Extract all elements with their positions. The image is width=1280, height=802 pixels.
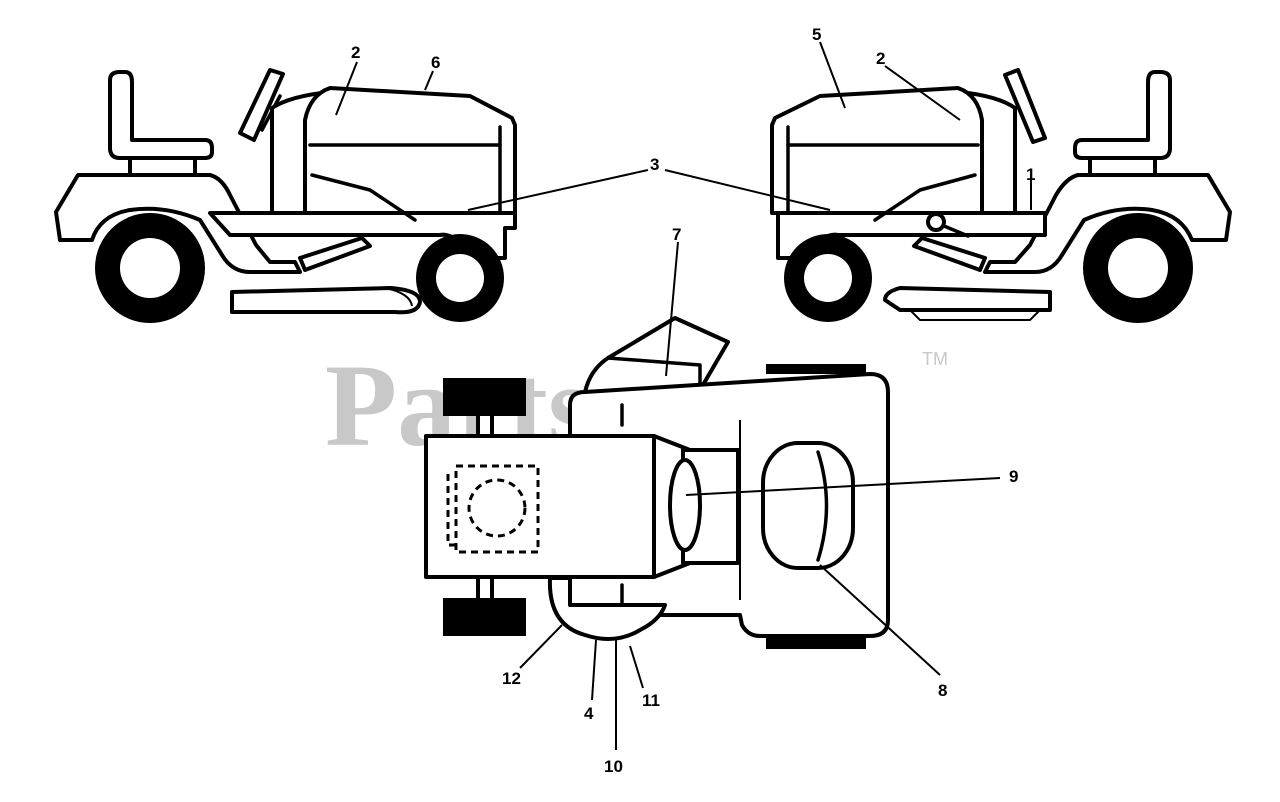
leader-3-left: [467, 169, 649, 211]
steering-wheel: [238, 68, 285, 142]
leader-12: [519, 624, 563, 669]
steering-wheel-top: [668, 458, 702, 552]
leader-6: [424, 70, 434, 91]
leader-2-left: [335, 61, 358, 116]
grille-curve: [816, 450, 829, 562]
foot-pedal-right: [912, 236, 987, 272]
mower-deck: [230, 286, 422, 315]
callout-1: 1: [1026, 165, 1035, 184]
key-switch: [926, 212, 946, 232]
key-lever: [942, 224, 970, 238]
deck-chute-detail: [384, 287, 413, 307]
leader-9: [685, 477, 1001, 496]
grille-top: [761, 441, 855, 570]
rear-right-tire-top: [443, 598, 526, 636]
watermark-trademark: TM: [922, 349, 948, 369]
rear-fender-right: [983, 173, 1232, 274]
leader-11: [629, 645, 644, 689]
foot-pedal: [298, 236, 372, 272]
hood-right: [770, 86, 984, 215]
callout-2-right: 2: [876, 49, 885, 68]
front-right-tire-top: [766, 637, 866, 649]
callout-11: 11: [642, 691, 660, 710]
callout-12: 12: [502, 669, 521, 688]
rear-left-tire-top: [443, 378, 526, 416]
callout-6: 6: [431, 53, 440, 72]
rear-wheel-hub-right: [1108, 238, 1168, 298]
front-wheel-hub-right: [804, 254, 852, 302]
leader-4: [591, 639, 597, 701]
seat-back-right: [1073, 70, 1172, 160]
hood-side-panel-right: [873, 173, 977, 222]
tractor-left-side-view: 2 6: [54, 43, 649, 323]
rear-fender-top: [424, 434, 656, 579]
leader-5: [819, 41, 846, 109]
chute-fold: [606, 356, 702, 392]
callout-9: 9: [1009, 467, 1018, 486]
deck-skirt-right: [909, 309, 1041, 321]
leader-3-right: [664, 169, 831, 211]
front-wheel-hub: [436, 254, 484, 302]
rear-fender: [54, 173, 302, 274]
leader-7: [665, 241, 679, 377]
mower-deck-top: [547, 576, 667, 641]
hood-side-panel: [310, 173, 417, 222]
seat-cushion-outline: [467, 478, 527, 538]
callout-8: 8: [938, 681, 947, 700]
seat-back-outline: [446, 474, 456, 547]
leader-2-right: [884, 65, 961, 121]
seat-outline-top: [454, 464, 540, 554]
tractor-right-side-view: 5 2 1: [664, 25, 1232, 323]
hood: [303, 86, 517, 215]
callout-10: 10: [604, 757, 623, 776]
tractor-top-view: 7 9 8 12 4 11 10: [424, 225, 1018, 776]
mower-deck-right: [883, 286, 1052, 312]
callout-4: 4: [584, 704, 594, 723]
leader-8: [819, 564, 941, 676]
callout-7: 7: [672, 225, 681, 244]
rear-wheel-hub: [120, 238, 180, 298]
discharge-chute: [583, 316, 730, 394]
callout-3: 3: [650, 155, 659, 174]
callout-5: 5: [812, 25, 821, 44]
front-left-tire-top: [766, 364, 866, 374]
seat-back: [108, 70, 214, 160]
steering-wheel-right: [1003, 68, 1047, 144]
callout-2-left: 2: [351, 43, 360, 62]
